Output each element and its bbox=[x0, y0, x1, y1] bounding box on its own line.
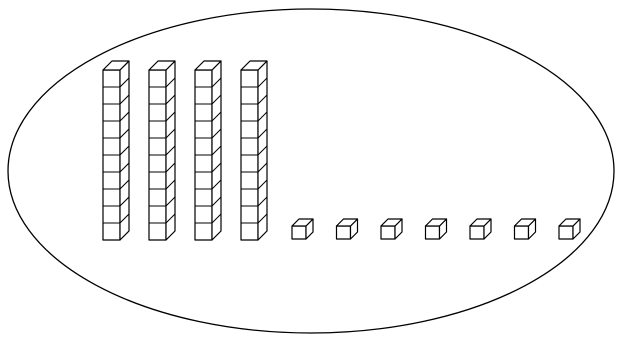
unit-cube bbox=[470, 219, 491, 239]
enclosing-ellipse bbox=[8, 9, 614, 333]
unit-cube bbox=[381, 219, 402, 239]
unit-front-face bbox=[337, 226, 351, 239]
unit-front-face bbox=[426, 226, 440, 239]
unit-front-face bbox=[470, 226, 484, 239]
unit-cube bbox=[515, 219, 536, 239]
tens-rods-group bbox=[103, 61, 267, 240]
unit-cube bbox=[337, 219, 358, 239]
tens-rod bbox=[103, 61, 129, 240]
unit-front-face bbox=[515, 226, 529, 239]
tens-rod bbox=[241, 61, 267, 240]
unit-front-face bbox=[292, 226, 306, 239]
unit-cube bbox=[292, 219, 313, 239]
tens-rod bbox=[195, 61, 221, 240]
unit-cube bbox=[426, 219, 447, 239]
tens-rod bbox=[149, 61, 175, 240]
unit-front-face bbox=[381, 226, 395, 239]
unit-cube bbox=[559, 219, 580, 239]
unit-front-face bbox=[559, 226, 573, 239]
unit-cubes-group bbox=[292, 219, 580, 239]
